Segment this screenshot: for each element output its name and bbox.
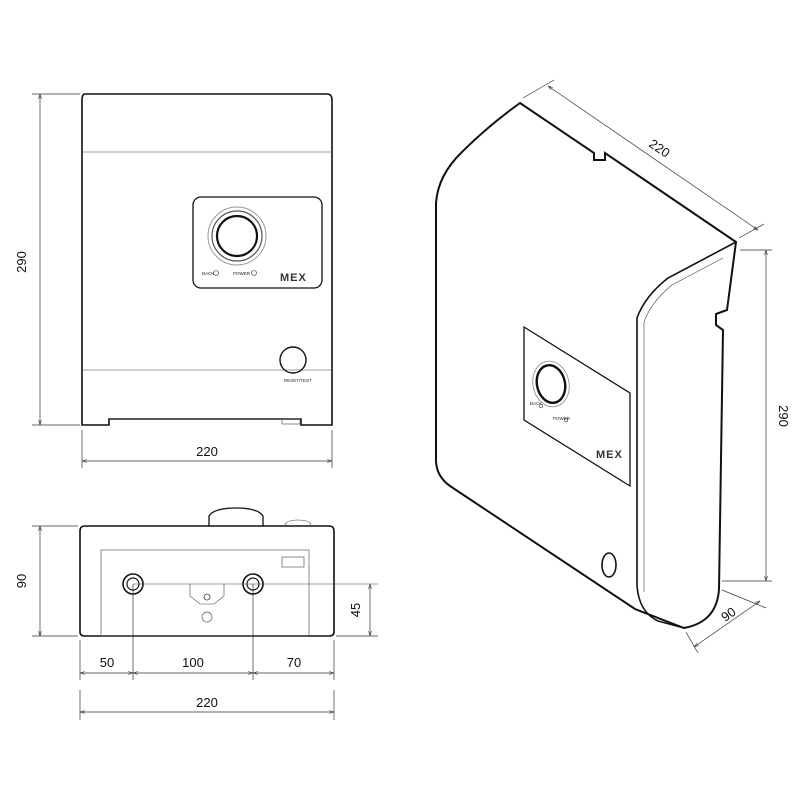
front-view: BACK POWER MEX RESET/TEST — [81, 93, 333, 426]
front-height-dimension: 290 — [14, 93, 80, 426]
reset-label: RESET/TEST — [284, 378, 312, 383]
iso-control-panel — [523, 325, 631, 488]
iso-height-label: 290 — [776, 405, 791, 427]
brand-logo: MEX — [280, 272, 307, 284]
iso-width-label: 220 — [646, 136, 672, 161]
control-panel — [192, 196, 323, 289]
iso-brand-logo: MEX — [596, 449, 623, 461]
iso-depth-dimension: 90 — [685, 589, 767, 654]
bottom-depth-dimension: 90 — [14, 525, 78, 637]
power-indicator-icon — [251, 270, 257, 276]
pipe-left-label: 50 — [100, 655, 114, 670]
front-width-dimension: 220 — [81, 430, 333, 468]
front-height-label: 290 — [14, 251, 29, 273]
back-label: BACK — [202, 271, 214, 276]
isometric-view: BACK POWER MEX — [435, 101, 738, 630]
iso-depth-label: 90 — [718, 604, 738, 625]
pipe-height-dimension: 45 — [336, 584, 378, 637]
iso-height-dimension: 290 — [722, 249, 791, 582]
pipe-spacing-label: 100 — [182, 655, 204, 670]
temperature-knob[interactable] — [207, 206, 267, 266]
iso-reset-button[interactable] — [601, 552, 617, 578]
bottom-depth-label: 90 — [14, 574, 29, 588]
iso-back-label: BACK — [530, 401, 542, 406]
bottom-width-label: 220 — [196, 695, 218, 710]
bottom-width-dimension: 220 — [79, 690, 335, 720]
pipe-spacing-dimensions: 50 100 70 — [79, 584, 335, 680]
back-indicator-icon — [213, 270, 219, 276]
front-width-label: 220 — [196, 444, 218, 459]
reset-button[interactable] — [279, 346, 307, 374]
iso-temperature-knob[interactable] — [533, 363, 568, 406]
power-label: POWER — [233, 271, 251, 276]
iso-width-dimension: 220 — [522, 79, 765, 239]
iso-power-label: POWER — [553, 416, 571, 421]
bottom-view — [79, 507, 378, 637]
pipe-height-label: 45 — [348, 603, 363, 617]
pipe-right-label: 70 — [287, 655, 301, 670]
